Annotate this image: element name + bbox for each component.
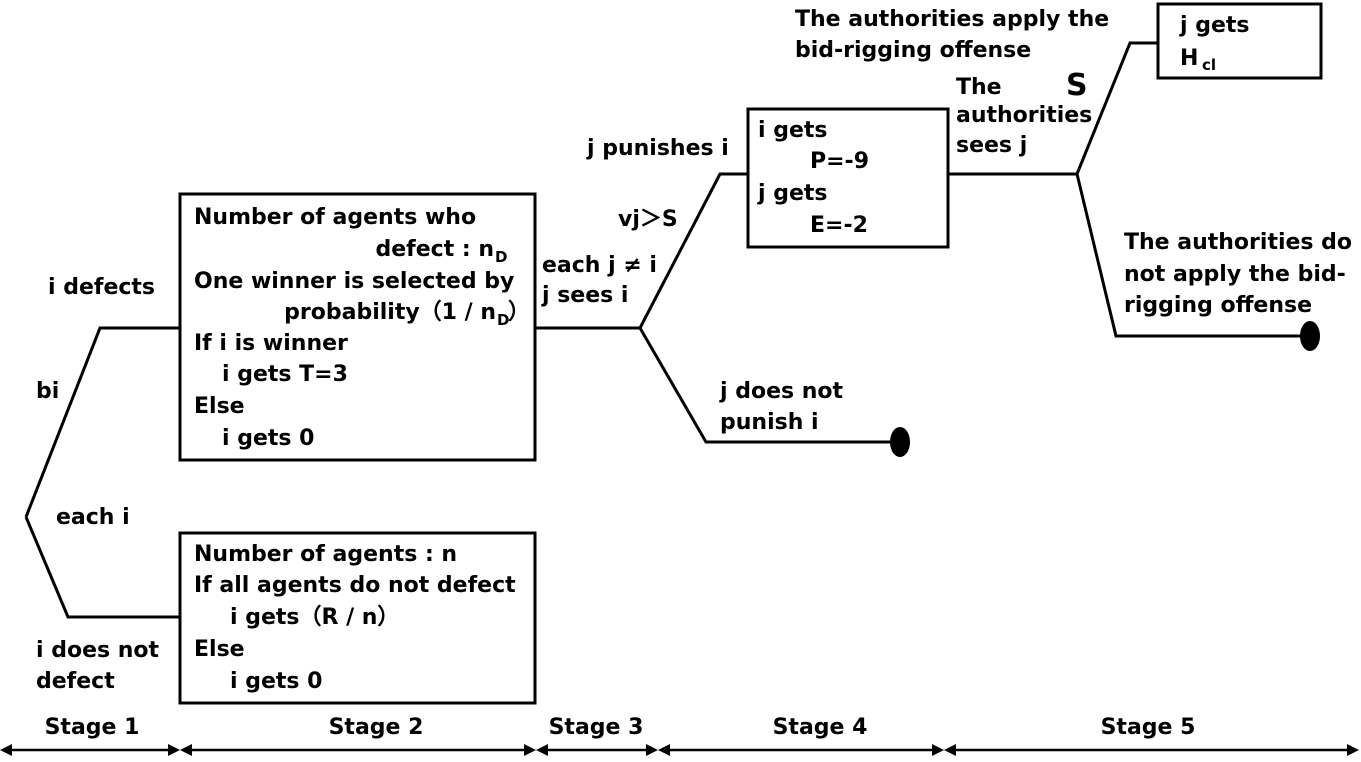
penalty-box-line1: j gets [1179,13,1249,38]
defect-box-line1: Number of agents who [194,205,476,230]
branch-defect [24,326,180,518]
arrowhead-stage-3-left [536,744,548,756]
defect-box-line4-close: ） [508,300,530,325]
stage-1-label: Stage 1 [45,715,140,740]
arrowhead-stage-1-right [168,744,180,756]
cooperate-box-line4: Else [194,637,245,662]
cooperate-box-line5: i gets 0 [230,669,322,694]
punish-box-line4: E=-2 [810,213,868,238]
penalty-box-line2: H [1180,46,1198,71]
defect-payoff-box [178,192,537,462]
label-s: S [1066,68,1088,103]
arrowhead-stage-2-left [180,744,192,756]
label-not-apply-3: rigging offense [1124,293,1312,318]
label-each-i: each i [56,505,130,530]
branch-not-defect [24,516,180,619]
cooperate-box-line1: Number of agents : n [194,542,457,567]
penalty-payoff-box [1156,2,1323,80]
label-not-apply-2: not apply the bid- [1124,262,1346,287]
label-each-j-1: each j ≠ i [542,253,657,278]
punish-box-line3: j gets [757,181,827,206]
label-authorities-see-1: The [956,75,1002,100]
label-not-apply-1: The authorities do [1124,230,1352,255]
branch-not-punish [638,327,890,444]
cooperate-payoff-box [178,531,537,705]
defect-box-line4-sub: D [497,311,509,329]
label-j-not-punish-1: j does not [719,379,844,404]
stage-2-label: Stage 2 [329,715,424,740]
stage-4-label: Stage 4 [773,715,868,740]
cooperate-box-line3: i gets（R / n） [230,605,399,630]
defect-box-line4: probability（1 / n [284,300,496,325]
arrowhead-stage-4-right [932,744,944,756]
defect-box-line8: i gets 0 [222,426,314,451]
stage-3-label: Stage 3 [549,715,644,740]
defect-box-line3: One winner is selected by [194,269,514,294]
label-i-does-not-defect-1: i does not [36,638,160,663]
label-bi: bi [36,379,59,404]
terminal-node-no-punish [890,427,910,457]
punish-payoff-box [746,107,950,249]
cooperate-box-line2: If all agents do not defect [194,573,516,598]
punish-box-line2: P=-9 [810,149,869,174]
arrowhead-stage-5-right [1347,744,1359,756]
defect-box-line2-sub: D [495,248,507,266]
arrowhead-stage-1-left [0,744,12,756]
arrowhead-stage-3-right [646,744,658,756]
label-apply-offense-1: The authorities apply the [795,7,1109,32]
label-j-punishes-i: j punishes i [586,136,729,161]
stage-5-label: Stage 5 [1101,715,1196,740]
arrowhead-stage-2-right [524,744,536,756]
label-authorities-see-3: sees j [956,133,1027,158]
defect-box-line6: i gets T=3 [222,362,348,387]
label-vj-gt-s: vj＞S [618,207,678,232]
label-each-j-2: j sees i [541,283,628,308]
label-j-not-punish-2: punish i [720,410,819,435]
label-authorities-see-2: authorities [956,103,1092,128]
label-i-defects: i defects [48,275,155,300]
label-i-does-not-defect-2: defect [36,669,115,694]
punish-box-line1: i gets [758,118,827,143]
arrowhead-stage-4-left [658,744,670,756]
defect-box-line7: Else [194,394,245,419]
branch-not-apply-offense [1075,173,1310,338]
branch-punish [638,172,748,329]
branch-apply-offense [1075,41,1158,175]
label-apply-offense-2: bid-rigging offense [795,38,1031,63]
defect-box-line5: If i is winner [194,331,348,356]
stage-axis: Stage 1 Stage 2 Stage 3 Stage 4 Stage 5 [0,715,1359,756]
penalty-box-line2-sub: cl [1202,56,1216,74]
terminal-node-no-offense [1300,321,1320,351]
arrowhead-stage-5-left [944,744,956,756]
defect-box-line2: defect : n [376,237,495,262]
